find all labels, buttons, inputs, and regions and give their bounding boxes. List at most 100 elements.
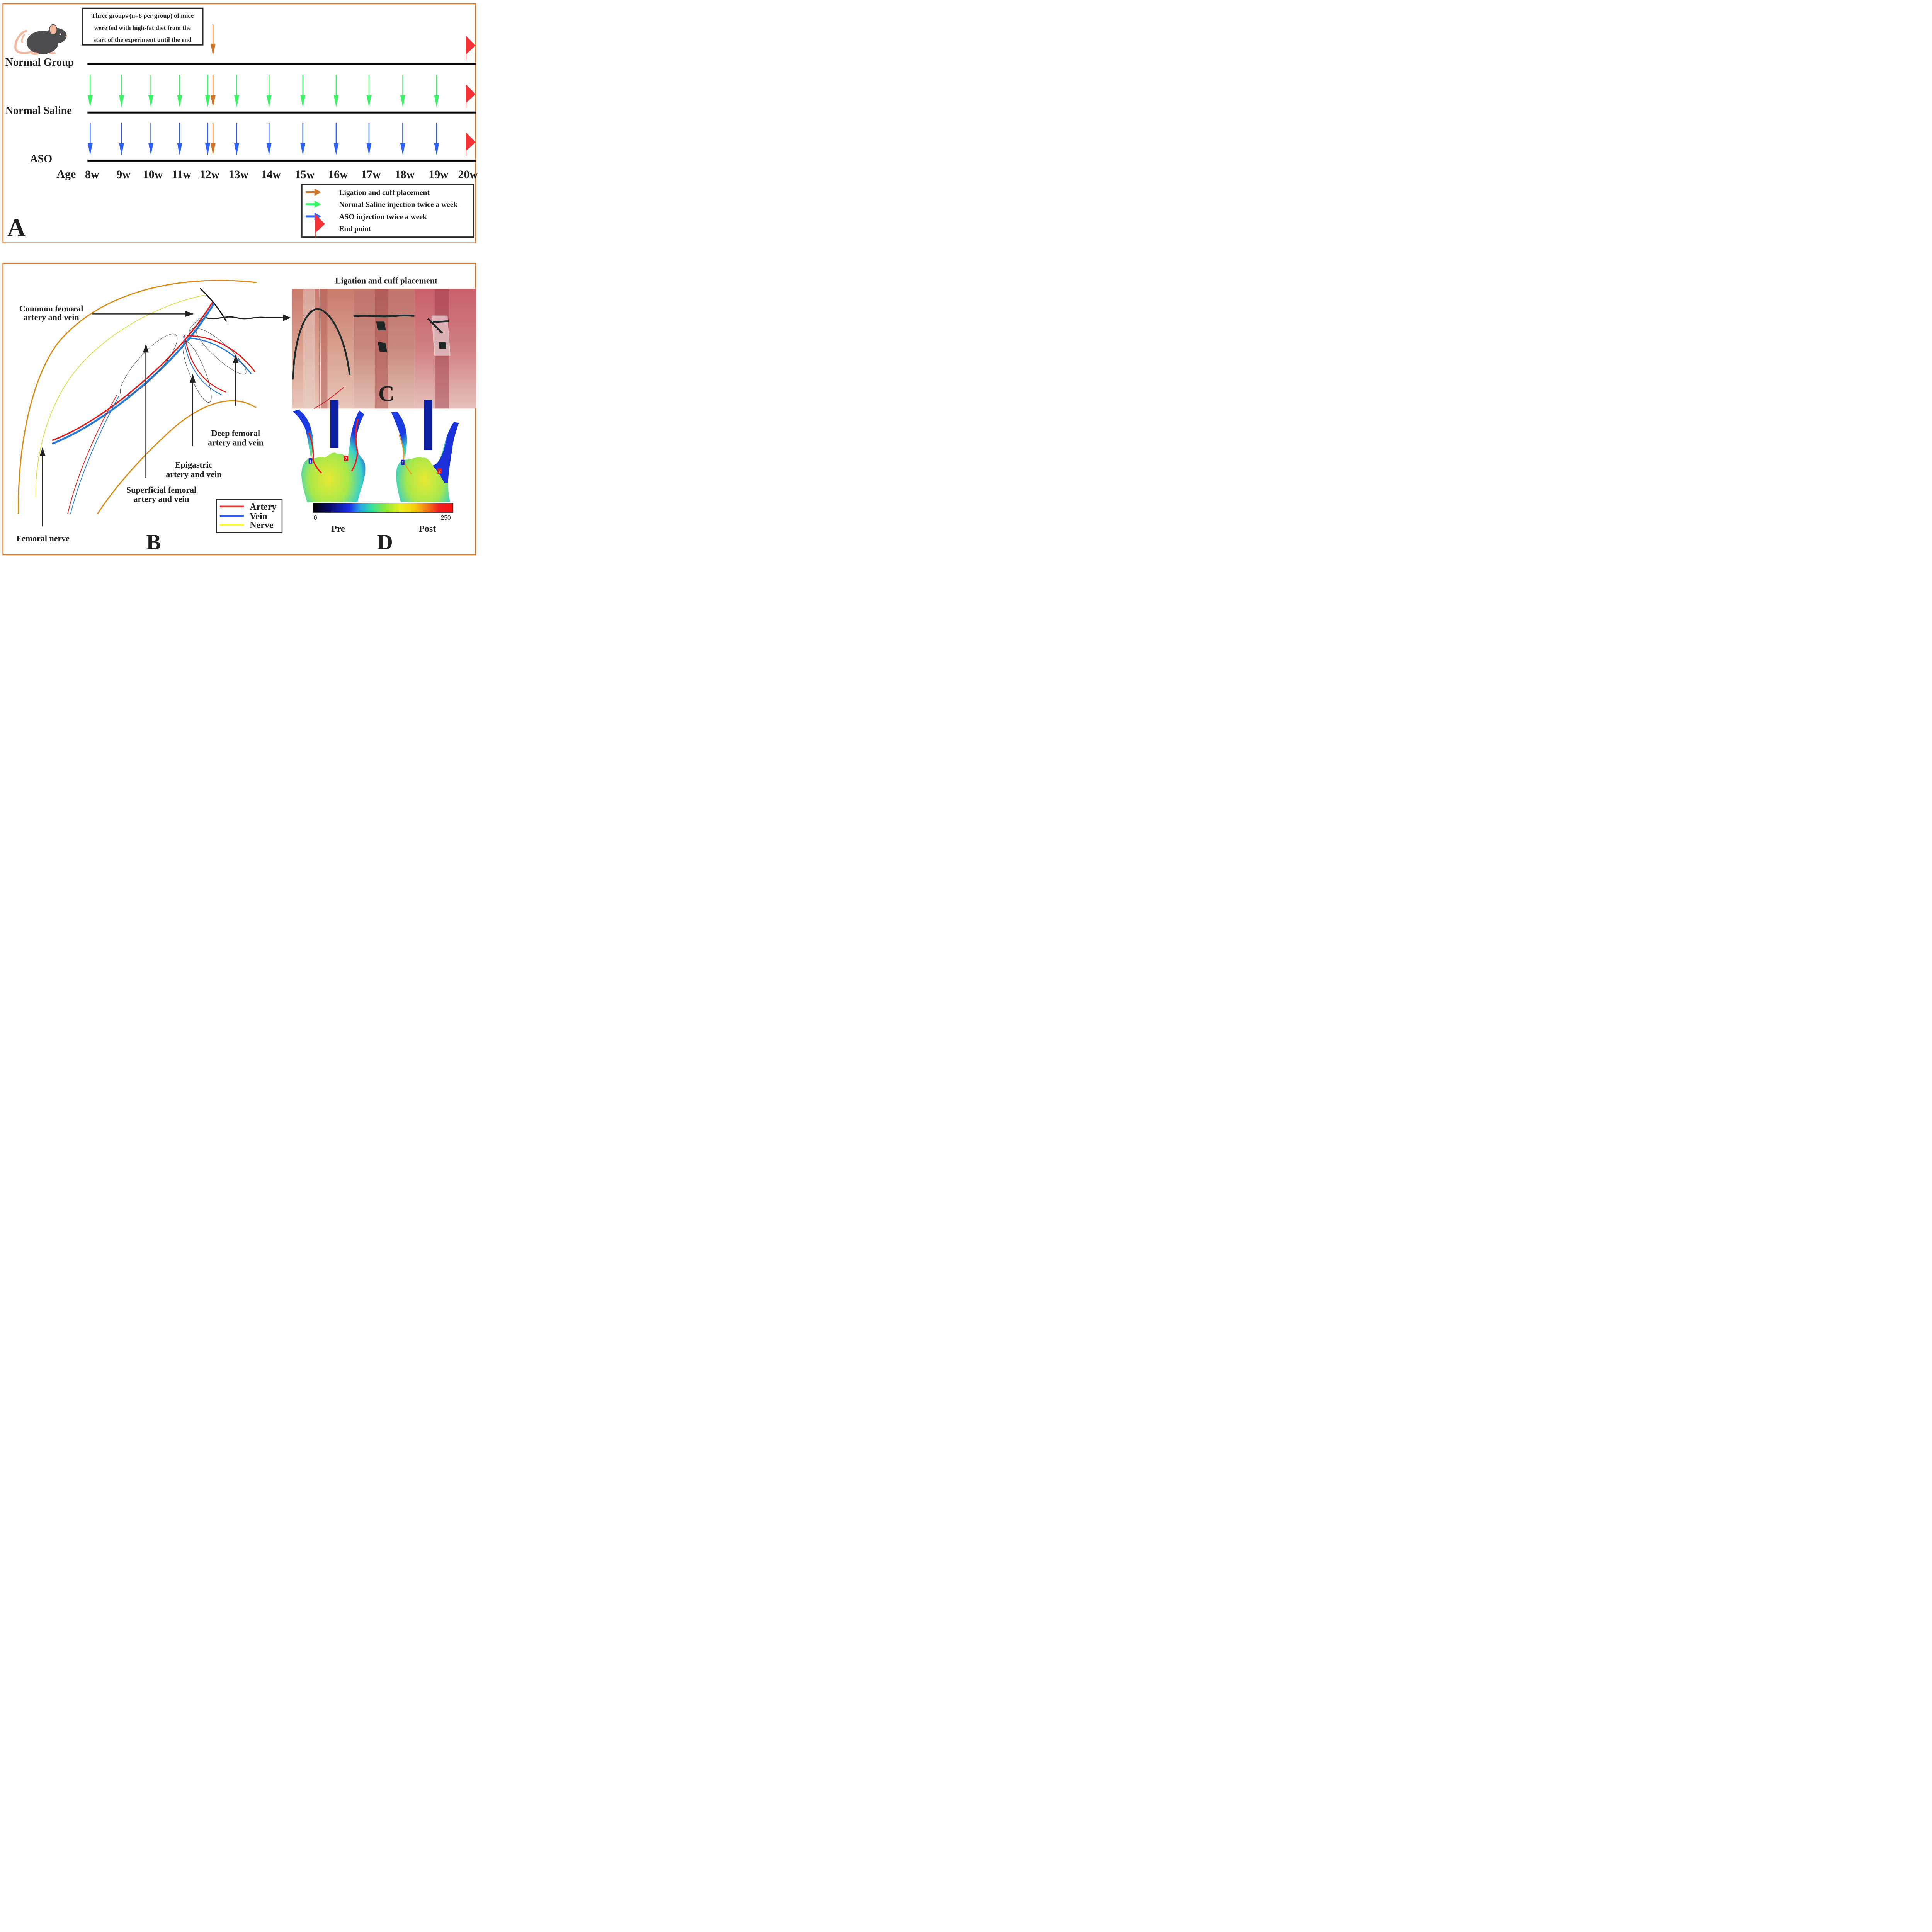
legend-arrow-icon bbox=[306, 203, 316, 206]
label-common-femoral-1: Common femoral bbox=[19, 304, 83, 313]
aso-injection-arrow-icon bbox=[333, 122, 339, 155]
endpoint-flag-icon bbox=[466, 36, 476, 60]
marker-2 bbox=[344, 456, 349, 461]
femoral-nerve-line bbox=[35, 294, 205, 498]
aso-injection-arrow-icon bbox=[87, 122, 93, 155]
arrowhead-icon bbox=[190, 374, 196, 383]
week-label: 10w bbox=[143, 168, 163, 181]
saline-injection-arrow-icon bbox=[234, 75, 240, 107]
group-label-saline: Normal Saline bbox=[5, 105, 72, 117]
aso-injection-arrow-icon bbox=[400, 122, 405, 155]
legend-label: ASO injection twice a week bbox=[339, 213, 427, 221]
timeline-3 bbox=[87, 159, 476, 162]
panel-a: Three groups (n=8 per group) of mice wer… bbox=[2, 3, 478, 243]
legend-flag-icon bbox=[315, 214, 325, 238]
perfusion-image-pre: 1 2 bbox=[293, 400, 366, 502]
saline-injection-arrow-icon bbox=[205, 75, 211, 107]
colorbar-min-label: 0 bbox=[314, 515, 317, 521]
saline-injection-arrow-icon bbox=[177, 75, 182, 107]
legend-item: End point bbox=[315, 214, 371, 238]
aso-injection-arrow-icon bbox=[119, 122, 124, 155]
saline-injection-arrow-icon bbox=[434, 75, 439, 107]
saline-injection-arrow-icon bbox=[87, 75, 93, 107]
main-artery bbox=[52, 302, 213, 441]
aso-injection-arrow-icon bbox=[234, 122, 240, 155]
legend-label: Nerve bbox=[250, 520, 274, 531]
photo-ligation-step-2 bbox=[353, 289, 415, 409]
panel-b-diagram: Common femoral artery and vein Superfici… bbox=[17, 280, 291, 554]
aso-injection-arrow-icon bbox=[300, 122, 306, 155]
legend-item: Ligation and cuff placement bbox=[306, 188, 430, 197]
label-superficial-2: artery and vein bbox=[133, 494, 189, 504]
aso-injection-arrow-icon bbox=[366, 122, 372, 155]
legend-swatch bbox=[219, 524, 244, 526]
group-label-aso: ASO bbox=[30, 153, 53, 165]
diet-note-line-1: Three groups (n=8 per group) of mice bbox=[91, 12, 194, 19]
marker-1 bbox=[308, 458, 313, 464]
panel-bcd-border bbox=[2, 262, 476, 556]
timeline-legend-box bbox=[301, 184, 474, 238]
group-label-normal: Normal Group bbox=[5, 56, 74, 68]
arrowhead-icon bbox=[185, 311, 194, 317]
age-label: Age bbox=[56, 168, 76, 180]
aso-injection-arrow-icon bbox=[434, 122, 439, 155]
panel-d: 1 2 1 2 0 250 Pre Post D bbox=[293, 400, 459, 554]
arrowhead-icon bbox=[143, 344, 149, 353]
label-deep-1: Deep femoral bbox=[211, 429, 260, 438]
week-label: 12w bbox=[200, 168, 220, 181]
aso-injection-arrow-icon bbox=[148, 122, 154, 155]
suture-thread bbox=[206, 316, 266, 320]
endpoint-flag-icon bbox=[466, 84, 476, 108]
perfusion-colorbar bbox=[313, 503, 454, 513]
vessel-legend-item: Nerve bbox=[219, 520, 274, 531]
week-label: 20w bbox=[458, 168, 478, 181]
marker-2-label: 2 bbox=[439, 469, 441, 474]
label-epigastric-1: Epigastric bbox=[175, 460, 213, 469]
diet-note-line-2: were fed with high-fat diet from the bbox=[94, 24, 191, 31]
saline-injection-arrow-icon bbox=[366, 75, 372, 107]
caption-pre: Pre bbox=[331, 524, 345, 534]
timeline-1 bbox=[87, 63, 476, 65]
deep-artery bbox=[187, 335, 256, 372]
legend-label: Ligation and cuff placement bbox=[339, 189, 430, 197]
skin-outline-inner bbox=[97, 400, 257, 514]
marker-1-label: 1 bbox=[401, 461, 404, 465]
week-label: 19w bbox=[429, 168, 449, 181]
panel-c-title: Ligation and cuff placement bbox=[335, 276, 438, 286]
arrowhead-icon bbox=[283, 314, 291, 321]
mouse-icon bbox=[14, 24, 67, 55]
incision-line bbox=[199, 287, 227, 322]
colorbar-max-label: 250 bbox=[441, 515, 451, 521]
photo-cuff-placement bbox=[414, 289, 476, 409]
legend-label: Normal Saline injection twice a week bbox=[339, 201, 457, 209]
perfusion-image-post: 1 2 bbox=[391, 400, 459, 502]
panel-bcd: Common femoral artery and vein Superfici… bbox=[2, 262, 476, 556]
label-superficial-1: Superficial femoral bbox=[126, 485, 196, 495]
main-vein bbox=[52, 303, 215, 445]
legend-arrowhead-icon bbox=[314, 201, 321, 208]
label-epigastric-2: artery and vein bbox=[166, 469, 221, 479]
skin-outline-outer bbox=[17, 280, 257, 514]
legend-label: Artery bbox=[250, 502, 276, 512]
panel-c-label: C bbox=[378, 381, 395, 406]
photo-ligation-step-1 bbox=[291, 289, 354, 409]
panel-d-label: D bbox=[377, 530, 393, 554]
ligation-arrow-icon bbox=[210, 75, 216, 107]
saline-injection-arrow-icon bbox=[148, 75, 154, 107]
deep-sheath bbox=[196, 328, 247, 375]
saline-injection-arrow-icon bbox=[333, 75, 339, 107]
panel-a-border bbox=[2, 3, 476, 243]
panel-a-label: A bbox=[7, 214, 26, 242]
vessel-legend-item: Vein bbox=[219, 512, 267, 522]
saline-injection-arrow-icon bbox=[300, 75, 306, 107]
legend-label: Vein bbox=[250, 512, 267, 522]
marker-2 bbox=[437, 468, 442, 474]
arrowhead-icon bbox=[233, 354, 239, 363]
marker-1-label: 1 bbox=[309, 459, 311, 464]
ligation-arrow-icon bbox=[210, 122, 216, 155]
deep-vein bbox=[187, 337, 252, 374]
panel-c: Ligation and cuff placement bbox=[291, 276, 476, 409]
legend-item: Normal Saline injection twice a week bbox=[306, 201, 457, 209]
